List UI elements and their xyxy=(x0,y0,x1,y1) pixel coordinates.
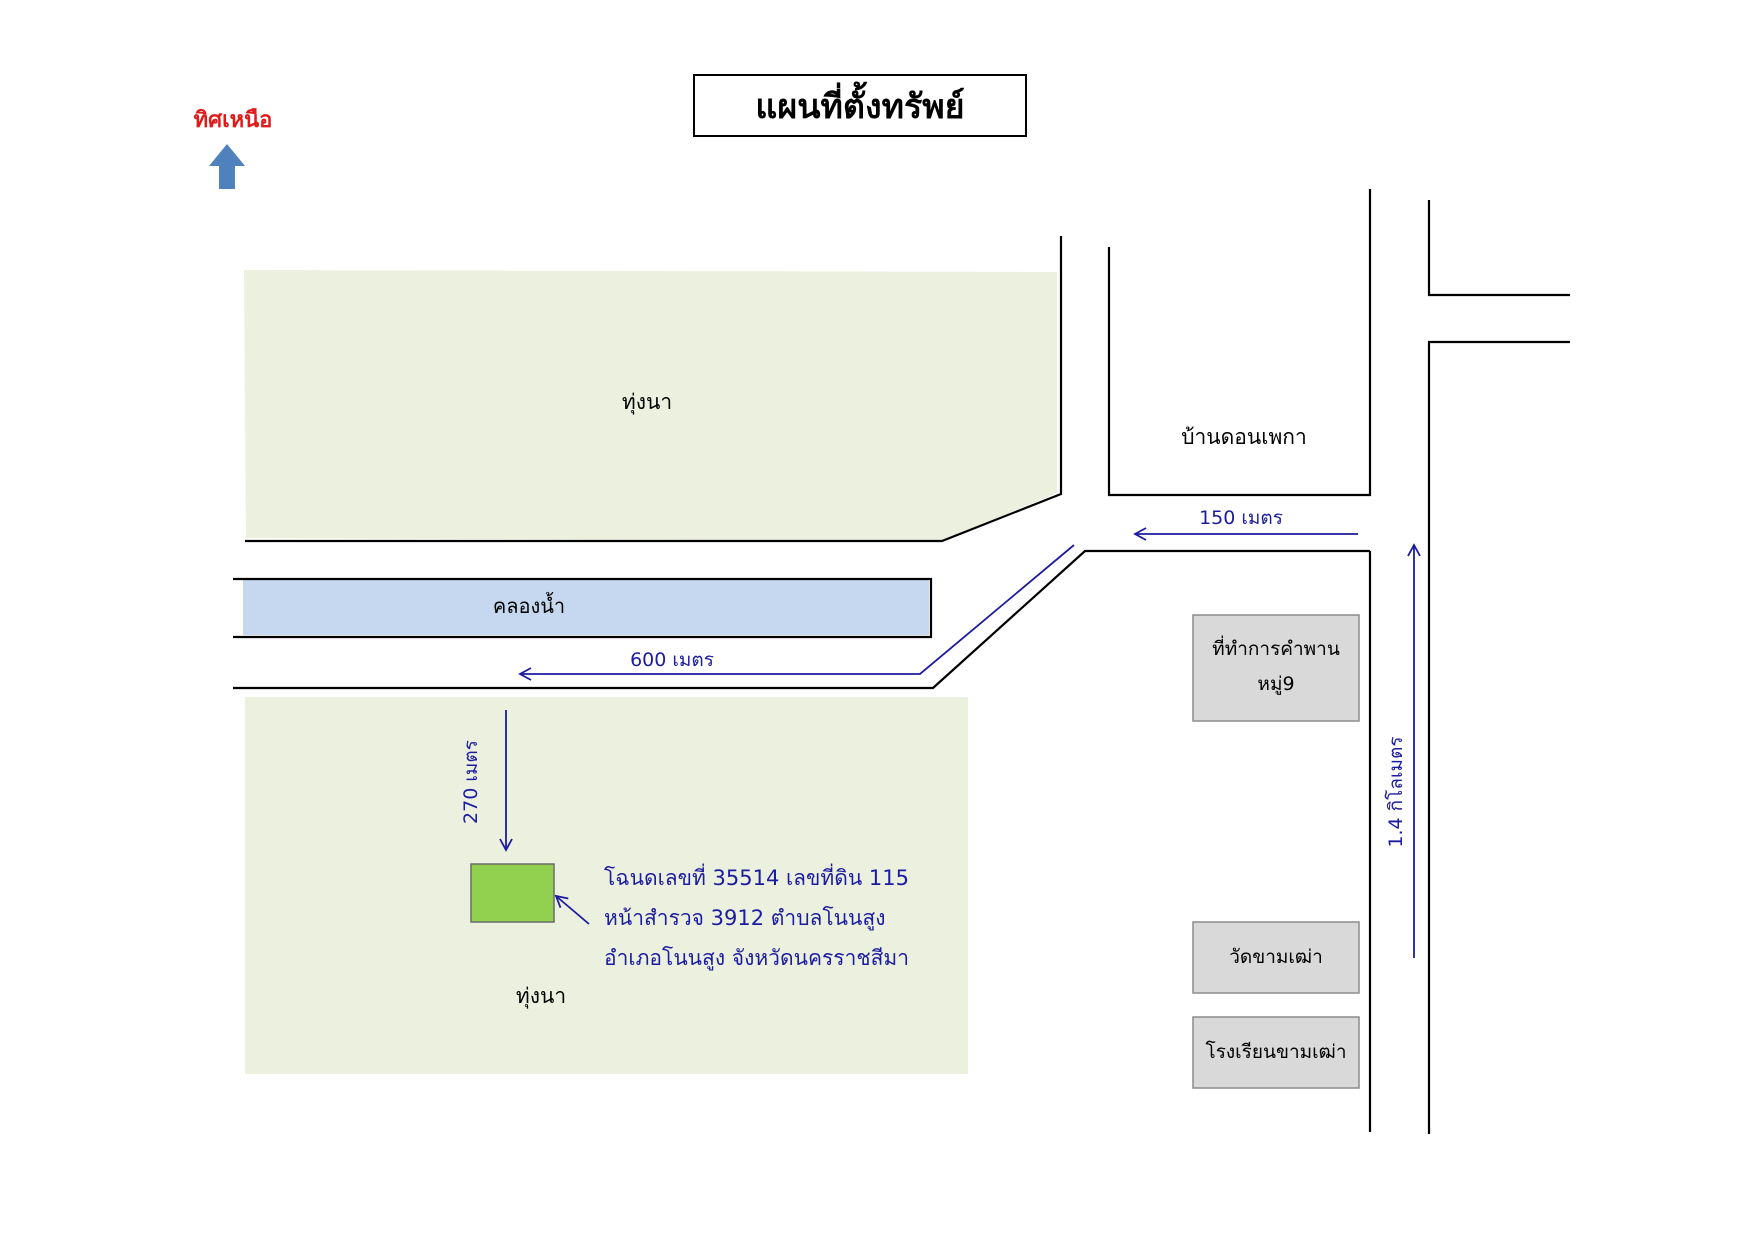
arrow-to-parcel xyxy=(554,894,590,925)
property-text-line3: อำเภอโนนสูง จังหวัดนครราชสีมา xyxy=(604,946,909,971)
road-edge-diagonal xyxy=(233,549,1370,690)
temple-box xyxy=(1192,921,1360,994)
canal-border xyxy=(233,577,933,639)
school-label: โรงเรียนขามเฒ่า xyxy=(1205,1040,1346,1063)
title-box xyxy=(693,74,1027,137)
field-top-label: ทุ่งนา xyxy=(622,390,672,415)
property-parcel xyxy=(470,863,555,923)
distance-1-4km-label: 1.4 กิโลเมตร xyxy=(1384,736,1407,847)
distance-600m-label: 600 เมตร xyxy=(630,649,714,671)
field-bottom-label: ทุ่งนา xyxy=(516,984,566,1009)
office-label-line1: ที่ทำการคำพาน xyxy=(1212,635,1340,660)
north-label: ทิศเหนือ xyxy=(194,108,273,133)
main-road-east-edge-bottom xyxy=(1427,340,1570,1134)
field-bottom-area xyxy=(245,697,968,1074)
distance-150m-label: 150 เมตร xyxy=(1199,507,1283,529)
property-text-line1: โฉนดเลขที่ 35514 เลขที่ดิน 115 xyxy=(604,863,909,890)
road-lines xyxy=(233,189,1570,1134)
school-box xyxy=(1192,1016,1360,1089)
office-box xyxy=(1192,614,1360,722)
main-road-east-edge-top xyxy=(1427,200,1570,297)
arrow-600m xyxy=(518,544,1075,681)
north-arrow-icon xyxy=(209,144,245,189)
office-label-line2: หมู่9 xyxy=(1257,673,1294,695)
field-top-area xyxy=(244,270,1057,541)
temple-label: วัดขามเฒ่า xyxy=(1229,946,1323,968)
canal-label: คลองน้ำ xyxy=(493,592,565,618)
distance-270m-label: 270 เมตร xyxy=(460,740,482,824)
village-label: บ้านดอนเพกา xyxy=(1181,425,1307,449)
canal-area xyxy=(243,580,929,635)
village-boundary xyxy=(1107,189,1372,497)
map-title: แผนที่ตั้งทรัพย์ xyxy=(755,81,964,127)
property-text-line2: หน้าสำรวจ 3912 ตำบลโนนสูง xyxy=(604,906,885,931)
road-edge-top-left xyxy=(245,236,1063,543)
